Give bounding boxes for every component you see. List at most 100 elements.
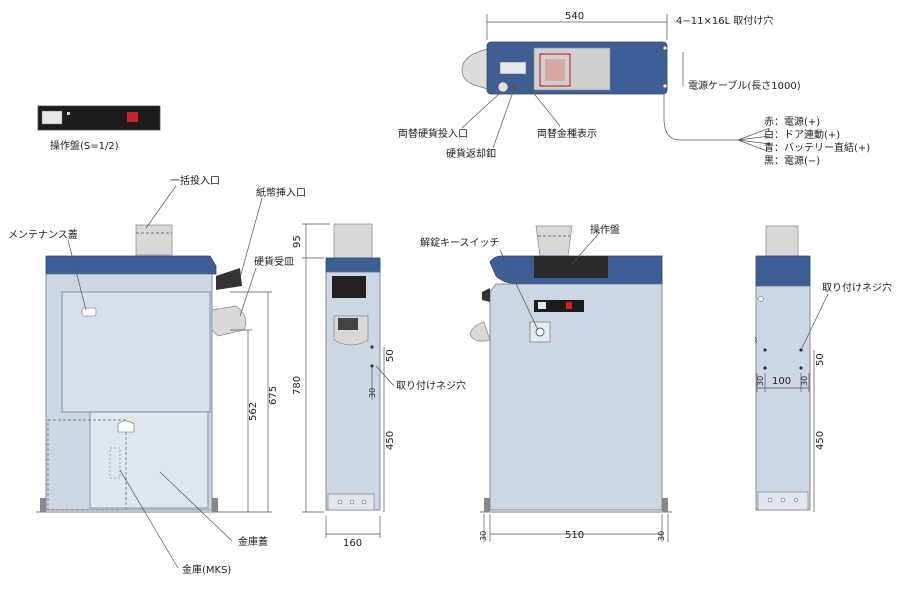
left-foot-left	[40, 498, 46, 512]
dim-30-rear-right: 30	[800, 376, 809, 386]
dim-30-front-right: 30	[657, 531, 666, 541]
side-top-cover	[325, 257, 381, 273]
operation-panel-label: 操作盤	[590, 223, 620, 236]
change-coin-inlet-mark	[497, 81, 509, 93]
left-view	[36, 224, 272, 513]
key-switch-label: 解錠キースイッチ	[420, 236, 500, 249]
power-cable-line	[663, 93, 738, 141]
rear-view: ⌇	[754, 225, 815, 512]
dim-540: 540	[565, 11, 584, 22]
panel-red-button	[127, 112, 138, 122]
safe-lid-label: 金庫蓋	[238, 535, 268, 548]
side-bill-unit	[332, 276, 366, 298]
top-view-inlet-plate	[533, 47, 611, 91]
leader-coin-return	[492, 91, 514, 149]
side-chute	[333, 223, 373, 259]
dim-450-rear: 450	[815, 431, 826, 450]
left-foot-right	[212, 498, 218, 512]
rear-body	[755, 285, 811, 511]
dim-780: 780	[292, 376, 303, 395]
leader-coin-inlet	[461, 92, 501, 129]
leader-safe	[119, 469, 179, 569]
front-panel-red-button	[566, 302, 572, 309]
front-chute	[535, 225, 573, 257]
rear-mount-hole-2	[799, 348, 803, 352]
mount-hole-1	[662, 45, 668, 51]
front-body	[489, 283, 663, 511]
leader-coin-tray	[239, 267, 257, 317]
denomination-display-label: 両替金種表示	[537, 127, 597, 140]
dim-675: 675	[268, 386, 279, 405]
safe-lid-handle	[117, 420, 135, 433]
operation-panel-detail	[37, 105, 161, 131]
front-bill-slot	[482, 288, 490, 302]
maintenance-lid-label: メンテナンス蓋	[8, 229, 78, 241]
top-view-tray	[461, 47, 491, 91]
top-view	[461, 14, 771, 153]
power-cable-label: 電源ケーブル(長さ1000)	[688, 79, 801, 92]
bulk-inlet-label: 一括投入口	[170, 174, 220, 187]
dim-160: 160	[343, 538, 362, 549]
leader-key-switch	[499, 249, 539, 331]
wire-blue-label: 青：バッテリー直結(+)	[764, 141, 870, 154]
dim-30-rear-left: 30	[756, 376, 765, 386]
side-mount-hole-label: 取り付けネジ穴	[396, 379, 466, 392]
leader-side-mount	[375, 365, 395, 387]
dim-510: 510	[565, 530, 584, 541]
front-view	[469, 225, 672, 542]
front-coin-tray	[469, 321, 491, 342]
bulk-inlet-chute	[135, 224, 173, 256]
leader-maintenance	[67, 239, 87, 311]
coin-return-label: 硬貨返却釦	[446, 147, 496, 160]
side-mount-hole-1	[370, 345, 374, 349]
maintenance-lid-handle	[81, 307, 97, 317]
front-foot-left	[484, 498, 490, 512]
dim-95: 95	[292, 235, 303, 248]
key-switch-icon	[535, 327, 545, 337]
safe-label: 金庫(MKS)	[182, 563, 231, 576]
wire-black-label: 黒：電源(−)	[764, 154, 820, 167]
side-base-hole	[349, 499, 355, 505]
leader-operation-panel	[571, 231, 601, 265]
dim-450-side: 450	[385, 431, 396, 450]
rear-chute	[765, 225, 799, 257]
top-view-panel	[499, 61, 527, 75]
dim-100: 100	[772, 376, 791, 387]
wire-red-label: 赤：電源(+)	[764, 115, 820, 128]
front-panel-display	[538, 302, 546, 309]
bill-inlet-slot	[216, 268, 242, 290]
front-panel-window	[534, 256, 608, 278]
denomination-display-window	[545, 59, 565, 81]
side-base-hole	[337, 499, 343, 505]
side-coin-slot	[338, 318, 358, 330]
bill-inlet-label: 紙幣挿入口	[256, 186, 306, 199]
coin-tray-label: 硬貨受皿	[254, 255, 294, 268]
front-foot-right	[662, 498, 668, 512]
safe-hidden-outline	[47, 419, 127, 511]
safe-lock-hidden	[109, 447, 121, 479]
mount-holes-label: 4−11×16L 取付け穴	[676, 14, 773, 27]
leader-denomination	[522, 79, 561, 127]
dim-30-front-left: 30	[479, 531, 488, 541]
dim-50-rear: 50	[815, 353, 826, 366]
side-body	[325, 271, 381, 511]
cable-wires	[737, 127, 771, 153]
leader-bulk-inlet	[145, 185, 177, 229]
leader-bill-inlet	[239, 197, 263, 279]
rear-base-hole	[780, 497, 786, 503]
leader-rear-mount	[801, 293, 829, 349]
rear-mount-hole-3	[763, 366, 767, 370]
side-base-hole	[361, 499, 367, 505]
rear-base-hole	[767, 497, 773, 503]
side-view	[302, 223, 385, 538]
coin-tray	[211, 305, 247, 337]
rear-top-cover	[755, 255, 811, 287]
dim-562: 562	[248, 402, 259, 421]
rear-cable-hole	[758, 296, 764, 302]
leader-safe-lid	[159, 471, 233, 542]
denomination-display-frame	[539, 53, 571, 87]
left-top-cover	[45, 255, 217, 275]
panel-display	[41, 110, 63, 125]
dim-30-side: 30	[368, 388, 377, 398]
